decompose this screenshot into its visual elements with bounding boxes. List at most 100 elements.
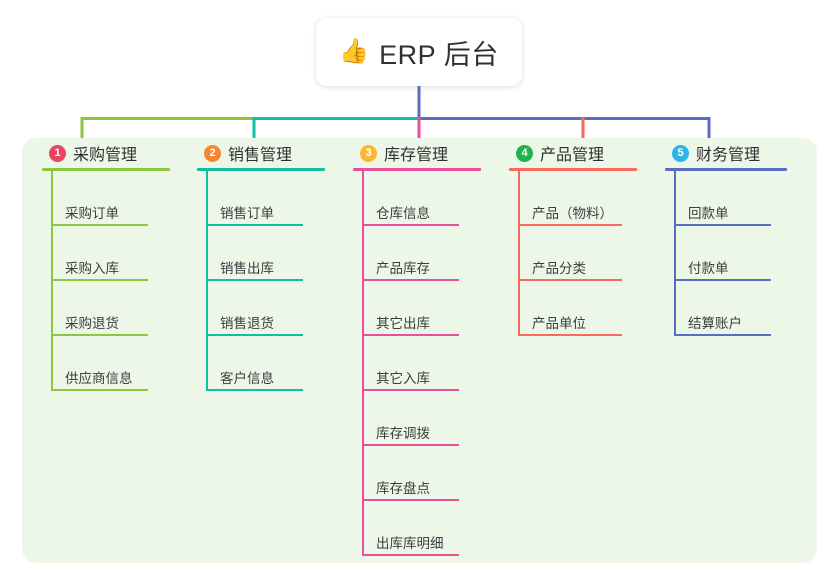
item-label: 产品单位 bbox=[532, 316, 586, 331]
item-label: 库存盘点 bbox=[376, 481, 430, 496]
item-underline bbox=[518, 279, 622, 281]
item-underline bbox=[362, 444, 459, 446]
branch-title-3: 库存管理 bbox=[384, 147, 449, 164]
branch-header-4[interactable]: 4 产品管理 bbox=[507, 138, 661, 168]
branch-header-1[interactable]: 1 采购管理 bbox=[40, 138, 194, 168]
list-item[interactable]: 采购入库 bbox=[51, 226, 194, 281]
list-item[interactable]: 付款单 bbox=[674, 226, 817, 281]
branch-spine-1 bbox=[51, 171, 53, 391]
item-label: 其它出库 bbox=[376, 316, 430, 331]
list-item[interactable]: 产品（物料） bbox=[518, 171, 661, 226]
item-label: 采购订单 bbox=[65, 206, 119, 221]
root-node-card[interactable]: 👍 ERP 后台 bbox=[316, 18, 522, 86]
list-item[interactable]: 销售退货 bbox=[206, 281, 349, 336]
list-item[interactable]: 结算账户 bbox=[674, 281, 817, 336]
list-item[interactable]: 回款单 bbox=[674, 171, 817, 226]
list-item[interactable]: 产品分类 bbox=[518, 226, 661, 281]
item-underline bbox=[51, 279, 148, 281]
branch-header-3[interactable]: 3 库存管理 bbox=[351, 138, 505, 168]
list-item[interactable]: 出库库明细 bbox=[362, 501, 505, 556]
item-underline bbox=[362, 279, 459, 281]
list-item[interactable]: 客户信息 bbox=[206, 336, 349, 391]
item-label: 出库库明细 bbox=[376, 536, 444, 551]
branch-spine-2 bbox=[206, 171, 208, 391]
branch-items-4: 产品（物料） 产品分类 产品单位 bbox=[518, 171, 661, 336]
branch-badge-2: 2 bbox=[204, 144, 221, 162]
list-item[interactable]: 采购订单 bbox=[51, 171, 194, 226]
item-label: 结算账户 bbox=[688, 316, 742, 331]
branch-columns: 1 采购管理 采购订单 采购入库 采购退货 供应商信息 bbox=[22, 138, 817, 563]
item-label: 产品库存 bbox=[376, 261, 430, 276]
list-item[interactable]: 仓库信息 bbox=[362, 171, 505, 226]
branch-items-1: 采购订单 采购入库 采购退货 供应商信息 bbox=[51, 171, 194, 391]
item-label: 仓库信息 bbox=[376, 206, 430, 221]
item-underline bbox=[674, 334, 771, 336]
item-underline bbox=[362, 224, 459, 226]
branch-column-3: 3 库存管理 仓库信息 产品库存 其它出库 其它入库 库存调拨 bbox=[351, 138, 505, 563]
branch-badge-4: 4 bbox=[516, 144, 533, 162]
list-item[interactable]: 销售订单 bbox=[206, 171, 349, 226]
list-item[interactable]: 库存调拨 bbox=[362, 391, 505, 446]
list-item[interactable]: 产品单位 bbox=[518, 281, 661, 336]
item-underline bbox=[674, 279, 771, 281]
item-label: 回款单 bbox=[688, 206, 729, 221]
branch-items-5: 回款单 付款单 结算账户 bbox=[674, 171, 817, 336]
list-item[interactable]: 其它入库 bbox=[362, 336, 505, 391]
item-label: 采购退货 bbox=[65, 316, 119, 331]
item-label: 产品分类 bbox=[532, 261, 586, 276]
item-underline bbox=[362, 499, 459, 501]
branch-column-4: 4 产品管理 产品（物料） 产品分类 产品单位 bbox=[507, 138, 661, 563]
branch-spine-3 bbox=[362, 171, 364, 556]
item-underline bbox=[674, 224, 771, 226]
branch-items-3: 仓库信息 产品库存 其它出库 其它入库 库存调拨 库存盘点 bbox=[362, 171, 505, 556]
item-label: 付款单 bbox=[688, 261, 729, 276]
list-item[interactable]: 产品库存 bbox=[362, 226, 505, 281]
branch-underline-1 bbox=[42, 168, 170, 171]
branch-underline-3 bbox=[353, 168, 481, 171]
branch-badge-1: 1 bbox=[49, 144, 66, 162]
item-underline bbox=[206, 224, 303, 226]
branch-header-2[interactable]: 2 销售管理 bbox=[195, 138, 349, 168]
item-label: 产品（物料） bbox=[532, 206, 613, 221]
list-item[interactable]: 供应商信息 bbox=[51, 336, 194, 391]
branch-badge-5: 5 bbox=[672, 144, 689, 162]
list-item[interactable]: 其它出库 bbox=[362, 281, 505, 336]
branch-title-4: 产品管理 bbox=[540, 147, 605, 164]
branch-column-2: 2 销售管理 销售订单 销售出库 销售退货 客户信息 bbox=[195, 138, 349, 563]
item-underline bbox=[206, 279, 303, 281]
branch-title-1: 采购管理 bbox=[73, 147, 138, 164]
item-underline bbox=[362, 334, 459, 336]
item-label: 销售订单 bbox=[220, 206, 274, 221]
branch-title-2: 销售管理 bbox=[228, 147, 293, 164]
item-label: 库存调拨 bbox=[376, 426, 430, 441]
item-underline bbox=[51, 334, 148, 336]
branch-badge-3: 3 bbox=[360, 144, 377, 162]
item-underline bbox=[518, 224, 622, 226]
list-item[interactable]: 销售出库 bbox=[206, 226, 349, 281]
branches-panel bbox=[22, 138, 817, 563]
branch-title-5: 财务管理 bbox=[696, 147, 761, 164]
item-label: 采购入库 bbox=[65, 261, 119, 276]
branch-column-5: 5 财务管理 回款单 付款单 结算账户 bbox=[663, 138, 817, 563]
branch-header-5[interactable]: 5 财务管理 bbox=[663, 138, 817, 168]
item-underline bbox=[518, 334, 622, 336]
list-item[interactable]: 库存盘点 bbox=[362, 446, 505, 501]
root-title: ERP 后台 bbox=[379, 39, 499, 70]
branch-items-2: 销售订单 销售出库 销售退货 客户信息 bbox=[206, 171, 349, 391]
item-underline bbox=[206, 389, 303, 391]
item-label: 其它入库 bbox=[376, 371, 430, 386]
list-item[interactable]: 采购退货 bbox=[51, 281, 194, 336]
branch-spine-5 bbox=[674, 171, 676, 336]
item-underline bbox=[206, 334, 303, 336]
item-label: 销售退货 bbox=[220, 316, 274, 331]
item-underline bbox=[51, 389, 148, 391]
item-label: 客户信息 bbox=[220, 371, 274, 386]
branch-spine-4 bbox=[518, 171, 520, 336]
branch-underline-4 bbox=[509, 168, 637, 171]
item-underline bbox=[362, 554, 459, 556]
item-underline bbox=[51, 224, 148, 226]
item-label: 销售出库 bbox=[220, 261, 274, 276]
branch-column-1: 1 采购管理 采购订单 采购入库 采购退货 供应商信息 bbox=[40, 138, 194, 563]
item-label: 供应商信息 bbox=[65, 371, 133, 386]
thumbs-up-icon: 👍 bbox=[339, 38, 370, 65]
